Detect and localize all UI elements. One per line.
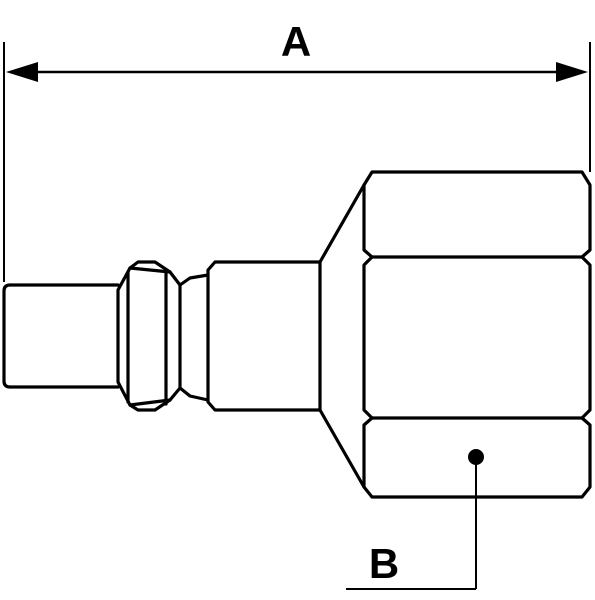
hex-body (318, 170, 592, 499)
arrowhead-left (6, 62, 38, 82)
dimension-a: A (3, 18, 591, 282)
plug-nose (2, 283, 120, 389)
hex-body-outline (362, 170, 592, 499)
dimension-label-b: B (369, 540, 399, 587)
arrowhead-right (556, 62, 588, 82)
chamfer-cone (318, 183, 366, 489)
groove-collar (116, 260, 210, 412)
collar-outline (116, 260, 182, 412)
shaft (206, 260, 322, 412)
collar-ridge-bottom (128, 398, 172, 407)
thread-callout-b: B (346, 449, 484, 590)
shaft-body (206, 260, 322, 412)
collar-ridge-top (128, 266, 172, 274)
dimension-label-a: A (281, 18, 311, 65)
groove (178, 273, 210, 402)
nose-outline (2, 283, 120, 389)
